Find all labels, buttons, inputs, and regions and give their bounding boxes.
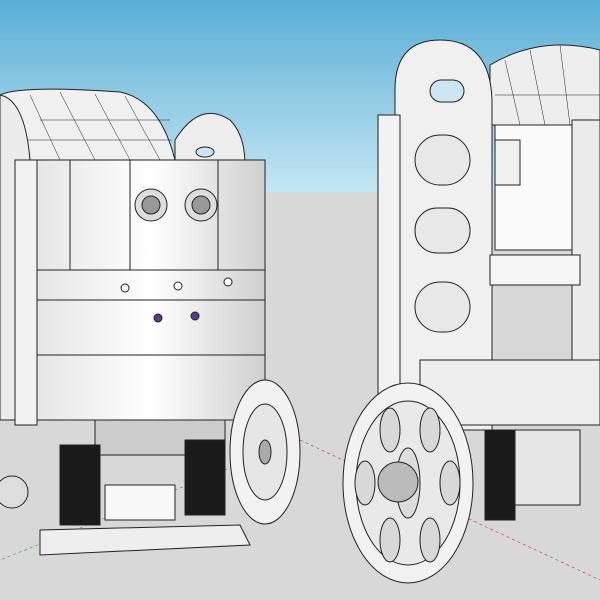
ultrasonic-sensor: [134, 188, 218, 222]
robot-rear-view: [342, 39, 600, 584]
chassis-plate: [39, 524, 251, 556]
motor-left: [59, 444, 101, 526]
wheel: [229, 379, 301, 525]
wheel-hub: [377, 461, 419, 503]
dome: [0, 88, 176, 161]
body-lower: [36, 299, 266, 356]
side-rail: [377, 114, 401, 416]
motor: [484, 429, 516, 521]
gearbox: [514, 429, 581, 506]
deck: [489, 254, 581, 286]
side-plate-rear: [174, 112, 246, 166]
motor-right: [184, 439, 226, 516]
circuit-board: [494, 139, 521, 186]
side-rail: [14, 159, 38, 426]
wheel: [342, 382, 474, 584]
battery: [104, 484, 176, 521]
dome: [489, 44, 600, 126]
body-base: [36, 354, 266, 421]
wheel-hub: [0, 475, 29, 509]
robot-front-view: [0, 88, 301, 556]
